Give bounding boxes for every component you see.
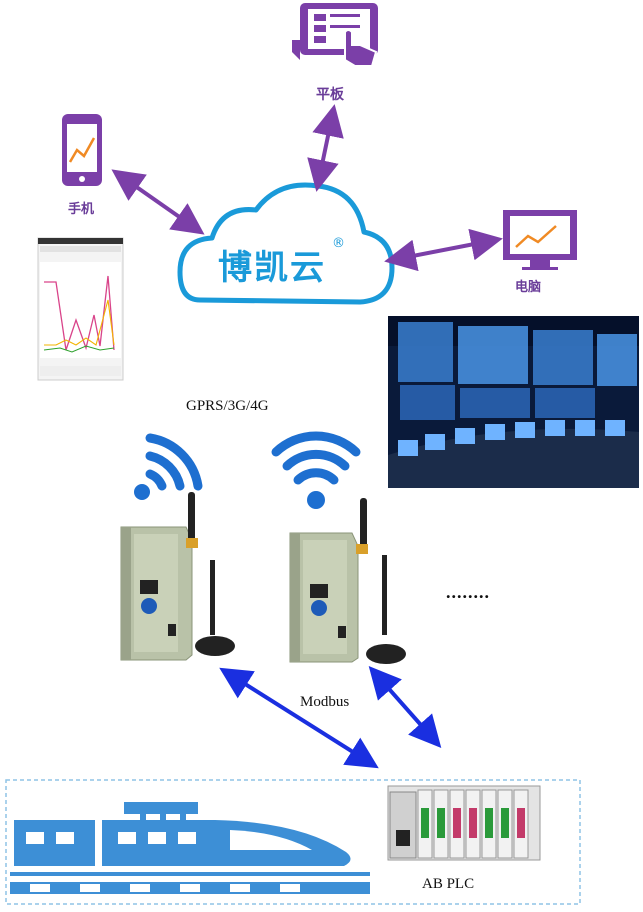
control-room-image: [388, 316, 639, 488]
plc-image: [387, 785, 541, 861]
network-label: GPRS/3G/4G: [186, 398, 269, 414]
more-devices-ellipsis: ........: [446, 582, 490, 602]
phone-cloud-link: [111, 169, 205, 235]
phone-label: 手机: [68, 202, 95, 217]
train-icon: [10, 802, 370, 894]
wifi-icon: [134, 433, 203, 500]
tablet-cloud-link: [307, 104, 344, 192]
tablet-label: 平板: [316, 87, 344, 103]
plc-label: AB PLC: [422, 876, 475, 892]
dtu-device: [289, 498, 406, 664]
wifi-icon: [271, 431, 361, 509]
dtu-device: [120, 492, 235, 661]
computer-label: 电脑: [515, 280, 542, 295]
computer-cloud-link: [384, 228, 503, 272]
protocol-label: Modbus: [300, 694, 350, 710]
registered-mark: ®: [332, 236, 345, 251]
cloud-brand-label: 博凯云: [218, 248, 326, 288]
phone-screenshot-image: [37, 237, 124, 381]
computer-icon: [503, 210, 577, 270]
device2-plc-link: [368, 666, 442, 748]
tablet-icon: [292, 3, 378, 67]
phone-icon: [62, 114, 102, 186]
device1-plc-link: [219, 667, 379, 769]
site-frame: [5, 779, 581, 905]
